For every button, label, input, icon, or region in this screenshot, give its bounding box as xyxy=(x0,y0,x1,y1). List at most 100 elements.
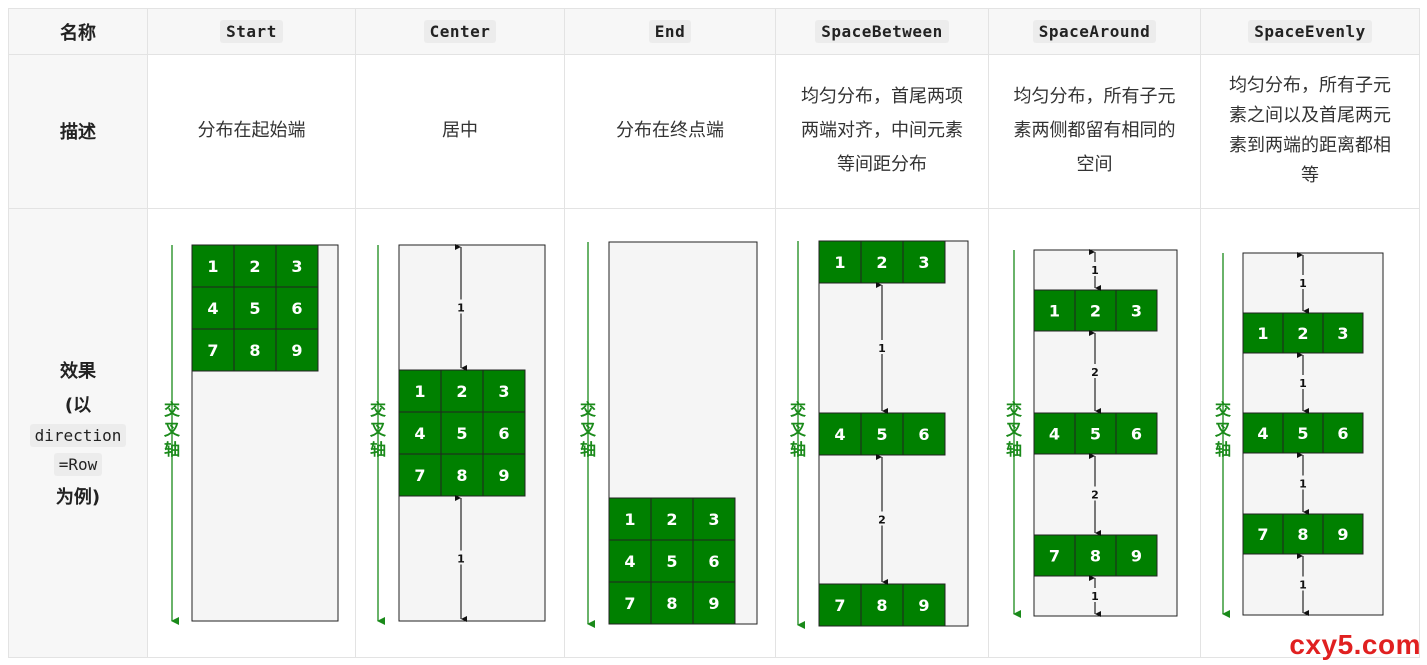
desc-spacearound: 均匀分布，所有子元 素两侧都留有相同的 空间 xyxy=(988,54,1201,209)
gap-label: 1 xyxy=(1299,477,1307,490)
cell-number: 4 xyxy=(1049,424,1060,443)
grid-cell xyxy=(1322,513,1364,555)
effect-label: 效果 (以 direction =Row 为例) xyxy=(8,207,148,659)
cell-number: 1 xyxy=(414,382,425,401)
grid-cell xyxy=(275,286,319,330)
cell-number: 5 xyxy=(456,424,467,443)
grid-cell xyxy=(1242,513,1284,555)
gap-label: 1 xyxy=(457,301,465,314)
cell-number: 4 xyxy=(414,424,425,443)
grid-cell xyxy=(1322,312,1364,354)
grid-cell xyxy=(191,244,235,288)
desc-line: 均匀分布，所有子元 xyxy=(1229,75,1391,97)
direction-code: direction xyxy=(29,423,127,447)
cell-number: 1 xyxy=(207,257,218,276)
grid-cell xyxy=(650,539,694,583)
effect-label-line: 效果 xyxy=(60,360,96,382)
gap-label-bg xyxy=(1297,374,1309,389)
grid-cell xyxy=(482,411,526,455)
cell-number: 6 xyxy=(498,424,509,443)
gap-label: 1 xyxy=(1091,590,1099,603)
gap-label: 1 xyxy=(1091,264,1099,277)
cell-number: 5 xyxy=(249,299,260,318)
justify-content-table: 名称 Start Center End SpaceBetween SpaceAr… xyxy=(8,7,1420,659)
cell-number: 7 xyxy=(1257,525,1268,544)
grid-cell xyxy=(440,411,484,455)
desc-line: 居中 xyxy=(442,120,478,142)
grid-cell xyxy=(398,411,442,455)
cell-number: 1 xyxy=(834,253,845,272)
gap-label: 2 xyxy=(1091,366,1099,379)
cross-axis-label: 轴 xyxy=(1006,440,1022,459)
gap-label: 1 xyxy=(1299,377,1307,390)
cell-number: 3 xyxy=(1337,324,1348,343)
cell-number: 7 xyxy=(414,466,425,485)
grid-cell xyxy=(650,497,694,541)
cross-axis-label: 轴 xyxy=(370,440,386,459)
cell-number: 4 xyxy=(624,552,635,571)
gap-label-bg xyxy=(455,550,467,565)
cell-number: 7 xyxy=(1049,546,1060,565)
cell-number: 8 xyxy=(249,341,260,360)
watermark: cxy5.com xyxy=(1289,629,1421,660)
cell-number: 4 xyxy=(207,299,218,318)
desc-label: 描述 xyxy=(8,54,148,209)
header-name: 名称 xyxy=(8,7,148,56)
gap-label: 1 xyxy=(457,552,465,565)
cell-number: 9 xyxy=(708,594,719,613)
row-code: =Row xyxy=(53,452,103,476)
grid-cell xyxy=(398,369,442,413)
cross-axis-label: 叉 xyxy=(1005,420,1023,439)
grid-cell xyxy=(1033,412,1076,455)
grid-cell xyxy=(1115,412,1158,455)
grid-cell xyxy=(1074,289,1117,332)
gap-label-bg xyxy=(1297,576,1309,591)
gap-label: 2 xyxy=(1091,488,1099,501)
gap-label: 1 xyxy=(878,342,886,355)
cell-number: 3 xyxy=(1131,301,1142,320)
cross-axis-label: 叉 xyxy=(369,420,387,439)
cell-number: 2 xyxy=(1090,301,1101,320)
cell-number: 5 xyxy=(876,425,887,444)
cell-number: 8 xyxy=(1297,525,1308,544)
gap-label-bg xyxy=(1297,475,1309,490)
gap-label-bg xyxy=(1089,261,1101,276)
header-end: End xyxy=(564,7,776,56)
cross-axis-label: 轴 xyxy=(580,440,596,459)
gap-label: 2 xyxy=(878,513,886,526)
gap-label-bg xyxy=(1089,363,1101,378)
header-center: Center xyxy=(355,7,565,56)
cell-number: 2 xyxy=(249,257,260,276)
cross-axis-label: 交 xyxy=(164,400,180,419)
grid-cell xyxy=(1322,412,1364,454)
grid-cell xyxy=(818,412,862,456)
cell-number: 7 xyxy=(624,594,635,613)
grid-cell xyxy=(692,581,736,625)
cell-number: 8 xyxy=(876,596,887,615)
cell-number: 5 xyxy=(1090,424,1101,443)
grid-cell xyxy=(692,497,736,541)
header-start: Start xyxy=(147,7,356,56)
desc-end: 分布在终点端 xyxy=(564,54,776,209)
gap-label: 1 xyxy=(1299,277,1307,290)
cell-number: 2 xyxy=(1297,324,1308,343)
gap-label-bg xyxy=(876,339,888,354)
cell-number: 3 xyxy=(708,510,719,529)
grid-cell xyxy=(650,581,694,625)
cell-number: 3 xyxy=(291,257,302,276)
cross-axis-label: 叉 xyxy=(163,420,181,439)
desc-start: 分布在起始端 xyxy=(147,54,356,209)
desc-line: 均匀分布，所有子元 xyxy=(1013,86,1176,108)
desc-row: 描述 分布在起始端 居中 分布在终点端 均匀分布，首尾两项 两端对齐，中间元素 … xyxy=(8,54,1420,209)
cross-axis-label: 轴 xyxy=(1215,440,1231,459)
